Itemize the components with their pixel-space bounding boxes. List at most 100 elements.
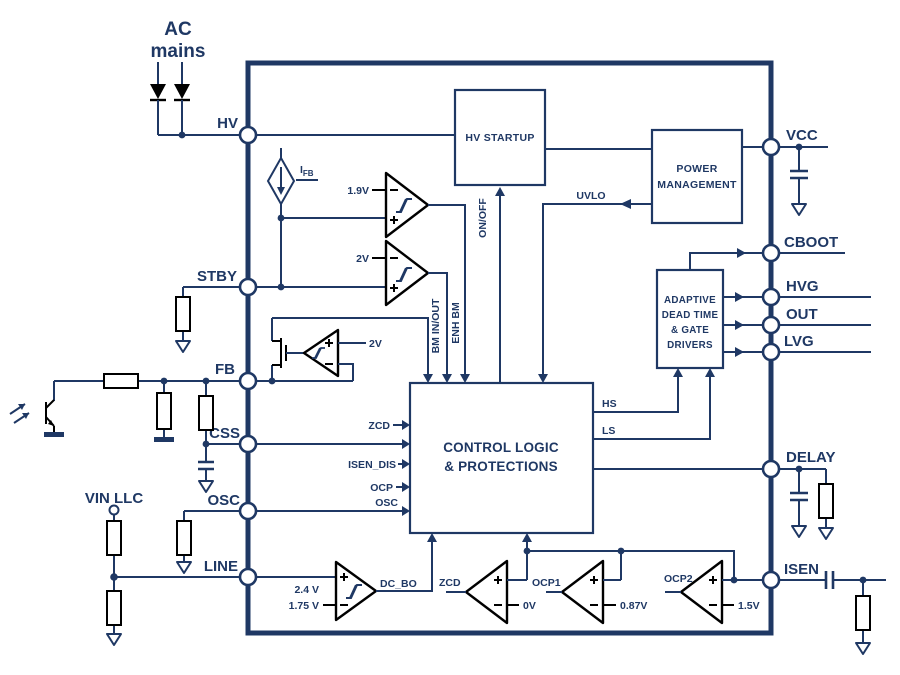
power-management-label2: MANAGEMENT <box>657 179 737 191</box>
optocoupler <box>9 373 240 437</box>
pin-label-hvg: HVG <box>786 278 819 295</box>
ifb-current-source <box>266 148 318 291</box>
ocp2-ref-label: 1.5V <box>738 600 760 612</box>
pin-line <box>238 567 258 587</box>
ac-mains-circuit <box>150 62 240 139</box>
ocp-input-label: OCP <box>370 482 393 494</box>
adaptive-label3: & GATE <box>671 325 709 336</box>
control-logic-left-inputs <box>393 420 410 516</box>
isen-external <box>779 571 886 655</box>
zcd-out-label: ZCD <box>439 577 461 589</box>
pin-cboot <box>761 243 781 263</box>
wire-uvlo <box>542 203 652 374</box>
gate-output-stubs <box>779 252 871 353</box>
vin-llc-divider <box>106 504 240 646</box>
wire-bm-inout <box>428 272 448 374</box>
pin-out <box>761 315 781 335</box>
ac-mains-label-line2: mains <box>151 41 206 62</box>
dcbo-label: DC_BO <box>380 578 417 590</box>
pin-label-out: OUT <box>786 306 818 323</box>
zcd-input-label: ZCD <box>368 420 390 432</box>
hv-startup-block <box>453 88 547 187</box>
pin-label-vcc: VCC <box>786 127 818 144</box>
ac-mains-label-line1: AC <box>164 19 192 40</box>
pin-label-fb: FB <box>215 361 235 378</box>
pin-css <box>238 434 258 454</box>
pin-hv <box>238 125 258 145</box>
control-logic-label2: & PROTECTIONS <box>444 459 558 474</box>
wire-dcbo-out <box>376 542 433 592</box>
pin-label-hv: HV <box>217 115 238 132</box>
control-logic-right-outputs <box>593 368 763 470</box>
stby-external-network <box>175 286 240 353</box>
power-management-block <box>650 128 744 225</box>
comparator-dcbo <box>323 533 437 622</box>
ref-1v9-label: 1.9V <box>347 185 369 197</box>
vin-llc-label: VIN LLC <box>85 490 143 507</box>
adaptive-label2: DEAD TIME <box>662 310 719 321</box>
ifb-label: IFB <box>300 164 314 178</box>
pin-hvg <box>761 287 781 307</box>
pin-label-lvg: LVG <box>784 333 814 350</box>
pin-osc <box>238 501 258 521</box>
osc-external-resistor <box>176 510 240 574</box>
vin-llc-terminal <box>108 504 120 516</box>
mosfet-icon <box>272 338 287 368</box>
comparator-ocp2 <box>665 559 763 625</box>
wire-burst-top <box>272 317 429 374</box>
fb-pulldown-resistor <box>154 377 174 442</box>
pin-delay <box>761 459 781 479</box>
fb-css-resistor <box>198 377 240 448</box>
driver-output-wires <box>689 248 763 357</box>
delay-external <box>779 465 834 540</box>
pin-label-osc: OSC <box>207 492 240 509</box>
wire-enh-bm <box>428 204 466 374</box>
css-capacitor <box>198 444 214 493</box>
enh-bm-label: ENH BM <box>450 302 462 344</box>
wire-ls <box>593 377 711 440</box>
hs-label: HS <box>602 398 617 410</box>
burst-mode-section <box>268 317 433 385</box>
wire-cboot <box>689 252 763 270</box>
control-logic-label1: CONTROL LOGIC <box>443 440 559 455</box>
dcbo-ref-upper-label: 2.4 V <box>294 584 319 596</box>
hv-startup-label: HV STARTUP <box>465 132 534 144</box>
onoff-label: ON/OFF <box>477 198 489 238</box>
ls-label: LS <box>602 425 615 437</box>
comparator-zcd <box>446 559 527 625</box>
pin-label-cboot: CBOOT <box>784 234 838 251</box>
pin-label-stby: STBY <box>197 268 237 285</box>
ocp2-label: OCP2 <box>664 573 693 585</box>
adaptive-label1: ADAPTIVE <box>664 295 716 306</box>
comparator-2v <box>372 239 452 383</box>
pin-label-delay: DELAY <box>786 449 835 466</box>
adaptive-driver-block <box>655 268 725 370</box>
burst-comparator-icon <box>302 328 340 378</box>
pin-fb <box>238 371 258 391</box>
bm-inout-label: BM IN/OUT <box>430 298 442 353</box>
uvlo-label: UVLO <box>576 190 605 202</box>
ocp1-ref-label: 0.87V <box>620 600 647 612</box>
control-logic-block <box>408 381 595 535</box>
dcbo-ref-lower-label: 1.75 V <box>289 600 319 612</box>
comparator-1v9 <box>281 171 470 383</box>
fb-series-resistor <box>103 373 139 389</box>
power-management-label1: POWER <box>676 163 717 175</box>
pin-isen <box>761 570 781 590</box>
isen-dis-label: ISEN_DIS <box>348 459 396 471</box>
pin-vcc <box>761 137 781 157</box>
ref-2v-label: 2V <box>356 253 369 265</box>
pin-lvg <box>761 342 781 362</box>
pin-label-line: LINE <box>204 558 238 575</box>
pin-label-css: CSS <box>209 425 240 442</box>
adaptive-label4: DRIVERS <box>667 340 713 351</box>
osc-input-label: OSC <box>375 497 398 509</box>
vcc-external <box>779 143 828 216</box>
pin-label-isen: ISEN <box>784 561 819 578</box>
comparator-ocp1 <box>546 551 622 625</box>
pin-stby <box>238 277 258 297</box>
zcd-ref-label: 0V <box>523 600 536 612</box>
ocp1-label: OCP1 <box>532 577 561 589</box>
